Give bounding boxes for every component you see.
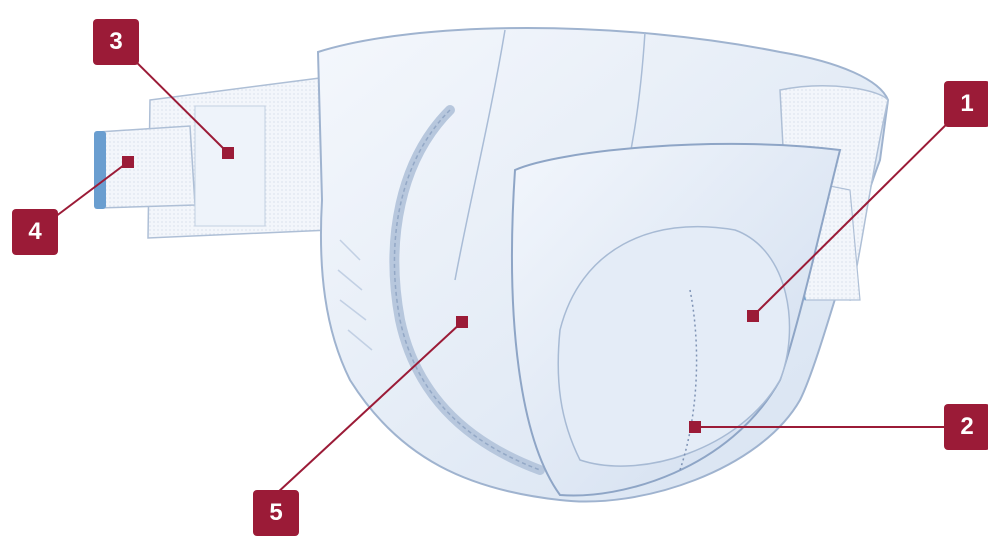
- callout-badge-4: 4: [12, 209, 58, 255]
- callout-badge-2: 2: [944, 404, 988, 450]
- marker-5: [456, 316, 468, 328]
- marker-3: [222, 147, 234, 159]
- callout-badge-1: 1: [944, 81, 988, 127]
- absorbent-core: [512, 144, 840, 496]
- callout-badge-5: 5: [253, 490, 299, 536]
- marker-2: [689, 421, 701, 433]
- callout-badge-3: 3: [93, 19, 139, 65]
- marker-1: [747, 310, 759, 322]
- marker-4: [122, 156, 134, 168]
- left-tab-strip: [94, 131, 106, 209]
